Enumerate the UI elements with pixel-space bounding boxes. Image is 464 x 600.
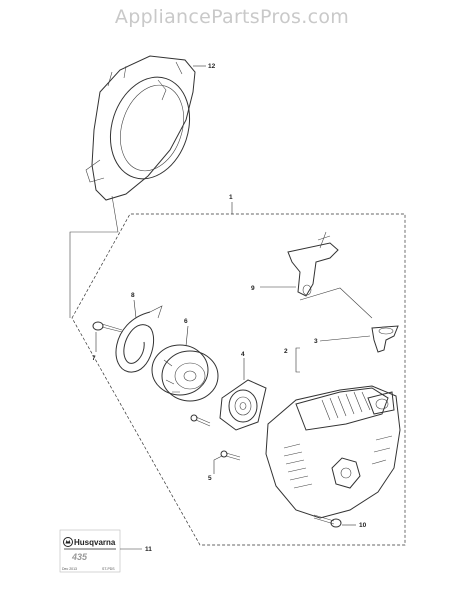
callout-6: 6 [184,318,188,325]
callout-9: 9 [251,285,255,292]
part-10-screw[interactable] [313,514,342,528]
part-11-label[interactable]: Husqvarna 435 Dec 2013 ST-PDS [59,529,121,573]
leader-6 [185,325,189,347]
leader-5 [213,455,223,474]
part-7-screw[interactable] [92,321,123,333]
label-model: 435 [71,552,88,562]
callout-10: 10 [359,522,367,529]
callout-11: 11 [145,546,152,553]
callout-1: 1 [229,194,233,201]
callout-5: 5 [208,475,212,482]
husqvarna-crown-logo [63,537,73,547]
label-brand: Husqvarna [74,538,116,547]
callout-12: 12 [208,63,216,70]
part-8-spring[interactable] [115,305,163,373]
rope-path [299,287,373,319]
callout-7: 7 [92,355,96,362]
callout-3: 3 [314,338,318,345]
leader-3 [319,335,371,342]
part-6-pulley[interactable] [151,344,219,402]
part-2-starter-housing[interactable] [265,385,401,519]
part-4-hub[interactable] [219,379,267,431]
watermark: AppliancePartsPros.com [114,6,350,28]
label-code-left: Dec 2013 [62,567,77,571]
part-3-rope-guide[interactable] [371,325,399,353]
bracket-2 [295,347,300,373]
leader-8 [133,299,137,319]
callout-2: 2 [284,348,288,355]
part-5-screws[interactable] [190,414,241,461]
part-9-starter-handle[interactable] [287,231,339,297]
label-code-right: ST-PDS [102,567,115,571]
callout-8: 8 [131,292,135,299]
connector-12 [69,195,119,318]
assembly-1-boundary [71,213,406,546]
part-12-cover[interactable] [85,55,202,201]
callout-4: 4 [241,351,245,358]
